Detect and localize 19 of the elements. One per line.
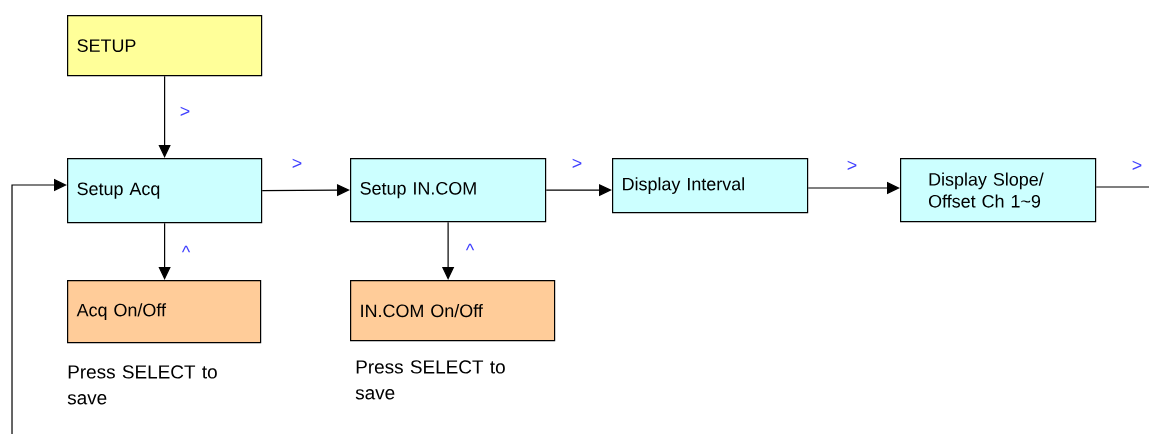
menu-box: Setup IN.COM [350, 158, 547, 223]
note-text: Press SELECT to save [67, 365, 217, 405]
edge-label: > [290, 157, 304, 171]
menu-box: Display Slope/ Offset Ch 1~9 [900, 158, 1097, 223]
edge-label: > [178, 105, 192, 119]
edge-label: > [1130, 159, 1144, 173]
note-text: Press SELECT to save [355, 360, 505, 400]
edge-label: > [570, 157, 584, 171]
arrow [158, 222, 171, 280]
arrow [158, 75, 171, 158]
setup-box: SETUP [67, 15, 263, 77]
edge-label: ^ [464, 242, 476, 258]
option-box: Acq On/Off [67, 280, 262, 344]
option-box: IN.COM On/Off [350, 280, 556, 342]
edge-label: > [845, 159, 859, 173]
menu-box: Setup Acq [67, 158, 263, 224]
arrow [11, 178, 67, 434]
edge-label: ^ [180, 244, 192, 260]
menu-box: Display Interval [612, 158, 809, 214]
